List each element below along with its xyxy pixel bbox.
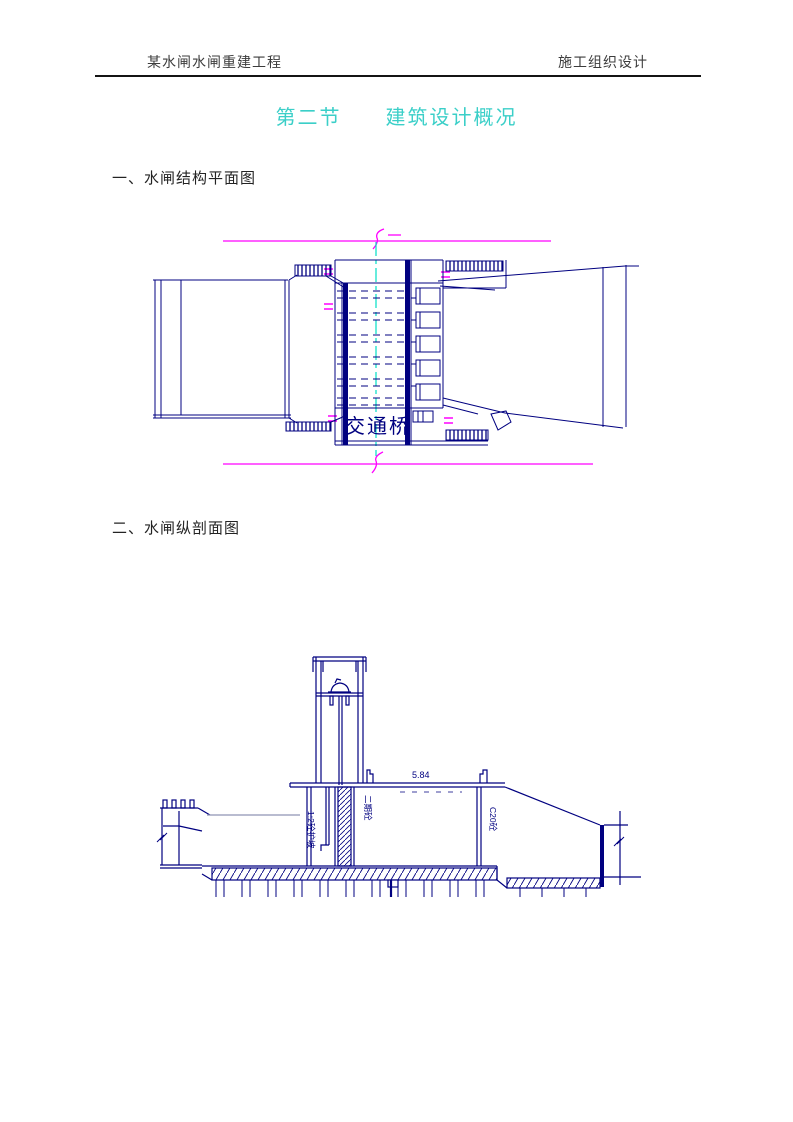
gate-leaf-hatch	[337, 786, 352, 867]
right-wall	[600, 825, 604, 887]
deck-post-left	[366, 769, 374, 783]
gate-slot-rects	[415, 287, 441, 401]
guide-wall-hatch-bottom-left	[285, 421, 332, 432]
plan-view-drawing: 交通桥	[153, 228, 639, 474]
gate-label: 二期砼	[363, 795, 373, 821]
section-heading-profile: 二、水闸纵剖面图	[112, 520, 241, 537]
guide-wall-hatch-top-left	[294, 264, 332, 277]
guide-wall-hatch-top-right	[445, 260, 504, 272]
piles	[215, 880, 587, 897]
bridge-label: 交通桥	[345, 415, 411, 438]
slope-label: 1:2砼护坡	[306, 811, 316, 849]
wall-label: C20砼	[488, 807, 498, 832]
section-view-drawing: 5.84 1:2砼护坡 二期砼 C20砼	[156, 656, 641, 897]
plan-view-figure: 交通桥	[148, 228, 648, 478]
gate-dashed-lines	[337, 290, 416, 406]
guide-wall-hatch-bottom-right	[445, 429, 489, 441]
pier-right	[405, 260, 410, 445]
section-view-figure: 5.84 1:2砼护坡 二期砼 C20砼	[150, 645, 650, 910]
header-right-text: 施工组织设计	[558, 54, 648, 70]
section-heading-plan: 一、水闸结构平面图	[112, 170, 257, 187]
plan-structure	[153, 259, 639, 446]
page-header: 某水闸水闸重建工程 施工组织设计	[95, 52, 700, 72]
apron-hatch	[211, 867, 498, 881]
lower-apron-hatch	[506, 877, 601, 889]
header-divider	[95, 75, 701, 77]
page-title: 第二节 建筑设计概况	[275, 107, 518, 129]
deck-post-right	[479, 769, 488, 783]
pier-left	[343, 283, 348, 445]
section-structure	[156, 656, 641, 889]
header-left-text: 某水闸水闸重建工程	[147, 54, 282, 70]
elevation-label: 5.84	[412, 770, 430, 780]
